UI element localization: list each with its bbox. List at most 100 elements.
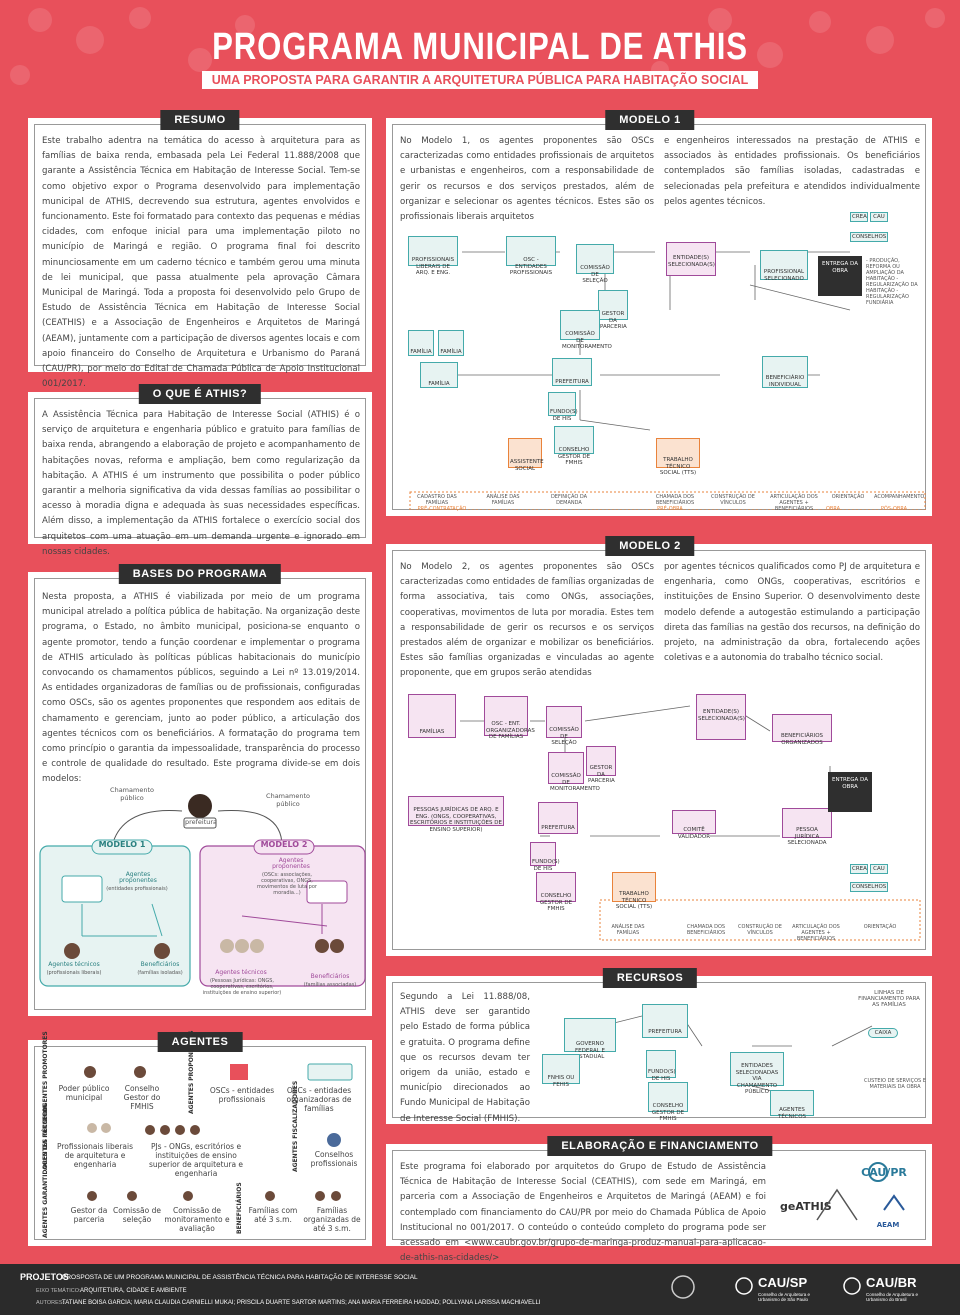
footer-projetos: PROJETOS [20, 1272, 69, 1282]
elaboracao-logos [816, 1162, 905, 1221]
m1-osc: OSC - ENTIDADES PROFISSIONAIS [506, 236, 556, 276]
agentes-cat-fiscalizadores: AGENTES FISCALIZADORES [292, 1080, 299, 1172]
m2-cau: CAU [870, 864, 888, 874]
recursos-label: RECURSOS [602, 968, 698, 988]
m1-fundo: FUNDO(S) DE HIS [548, 392, 578, 422]
m1-comissao-monit: COMISSÃO DE MONITORAMENTO [560, 310, 612, 350]
agentes-panel: AGENTES PROMOTORES Poder público municip… [28, 1030, 372, 1246]
m1-phase-3: PÓS-OBRA [880, 506, 908, 512]
footer-seal-icon [671, 1275, 695, 1299]
m2-conselho: CONSELHO GESTOR DE FMHIS [536, 872, 576, 912]
m2-gestor: GESTOR DA PARCERIA [586, 746, 616, 784]
m1-phase-0: PRÉ-CONTRATAÇÃO [417, 506, 467, 512]
agentes-item: Profissionais liberais de arquitetura e … [56, 1142, 134, 1169]
m1-tl-7: ACOMPANHAMENTO [874, 494, 925, 500]
recursos-conselho: CONSELHO GESTOR DE FMHIS [648, 1082, 688, 1122]
modelo2-panel: No Modelo 2, os agentes proponentes são … [386, 544, 932, 956]
m1-tl-2: DEFINIÇÃO DA DEMANDA [550, 494, 588, 506]
bases-m1-benef-sub: (famílias isoladas) [137, 970, 183, 976]
agentes-cat-garantidores: AGENTES GARANTIDORES DA PARCERIA [42, 1104, 49, 1239]
bases-prefeitura: prefeitura [184, 818, 218, 826]
resumo-panel: Este trabalho adentra na temática do ace… [28, 118, 372, 389]
footer-logo-causp-sub: Conselho de Arquitetura e Urbanismo de S… [758, 1292, 811, 1302]
agentes-label: AGENTES [157, 1032, 243, 1052]
bases-m1-tecnicos-sub: (profissionais liberais) [46, 970, 102, 976]
m1-prefeitura: PREFEITURA [552, 358, 592, 386]
m2-familias: FAMÍLIAS [408, 694, 456, 738]
bases-m2-tecnicos-sub: (Pessoas Jurídicas: ONGS, cooperativas, … [202, 978, 282, 996]
agentes-item: Comissão de monitoramento e avaliação [164, 1206, 230, 1233]
bases-diagram [39, 794, 366, 987]
m1-tl-4: CONSTRUÇÃO DE VÍNCULOS [711, 494, 755, 506]
m1-tl-0: CADASTRO DAS FAMÍLIAS [417, 494, 457, 506]
m2-entidade: ENTIDADE(S) SELECIONADA(S) [696, 694, 746, 740]
m1-entidade: ENTIDADE(S) SELECIONADA(S) [666, 242, 716, 276]
m1-obra-list: - PRODUÇÃO, REFORMA OU AMPLIAÇÃO DA HABI… [866, 258, 918, 306]
m1-conselhos: CONSELHOS [850, 232, 888, 242]
agentes-item: Comissão de seleção [113, 1206, 161, 1224]
m2-crea: CREA [850, 864, 868, 874]
m2-comissao-monit: COMISSÃO DE MONITORAMENTO [548, 752, 600, 792]
m1-tl-5: ARTICULAÇÃO DOS AGENTES + BENEFICIÁRIOS [770, 494, 818, 512]
footer-autores-label: AUTORES: [36, 1300, 65, 1306]
bases-m1-benef: Beneficiários [140, 961, 180, 968]
header-decoration [10, 7, 945, 85]
recursos-text: Segundo a Lei 11.888/08, ATHIS deve ser … [400, 992, 530, 1124]
bases-label: BASES DO PROGRAMA [118, 564, 282, 584]
resumo-label: RESUMO [160, 110, 240, 130]
m1-conselho: CONSELHO GESTOR DE FMHIS [554, 426, 594, 466]
oque-label: O QUE É ATHIS? [138, 384, 262, 404]
elaboracao-logo-aeam: AEAM [876, 1221, 900, 1229]
modelo2-text-left: No Modelo 2, os agentes proponentes são … [400, 562, 654, 679]
resumo-text: Este trabalho adentra na temática do ace… [42, 136, 360, 390]
m2-conselhos: CONSELHOS [850, 882, 888, 892]
elaboracao-text: Este programa foi elaborado por arquitet… [400, 1162, 766, 1264]
modelo1-flow-lines [409, 251, 926, 510]
footer-logo-caubr: CAU/BR [866, 1275, 917, 1290]
recursos-linhas: LINHAS DE FINANCIAMENTO PARA AS FAMÍLIAS [858, 990, 920, 1008]
footer-causp-icon [735, 1277, 753, 1295]
bases-panel: Nesta proposta, a ATHIS é viabilizada po… [28, 572, 372, 1016]
m2-tl-0: ANÁLISE DAS FAMÍLIAS [611, 924, 645, 936]
m1-trabalho: TRABALHO TÉCNICO SOCIAL (TTS) [656, 438, 700, 476]
footer-project-title: PROSPOSTA DE UM PROGRAMA MUNICIPAL DE AS… [62, 1274, 418, 1281]
bases-m1-proponentes: Agentes proponentes [119, 871, 157, 884]
bases-m2-benef-sub: (famílias associadas) [303, 982, 357, 988]
m2-tl-3: ARTICULAÇÃO DOS AGENTES + BENEFICIÁRIOS [792, 924, 840, 942]
footer-eixo-label: EIXO TEMÁTICO: [36, 1288, 81, 1294]
m2-entrega: ENTREGA DA OBRA [828, 772, 872, 812]
bases-chamamento-right: Chamamento público [266, 792, 310, 808]
agentes-item: Conselho Gestor do FMHIS [123, 1084, 161, 1111]
agentes-item: Conselhos profissionais [310, 1150, 358, 1168]
m2-tl-2: CONSTRUÇÃO DE VÍNCULOS [738, 924, 782, 936]
m1-assistente: ASSISTENTE SOCIAL [508, 438, 544, 472]
recursos-caixa: CAIXA [868, 1028, 898, 1038]
recursos-fundo: FUNDO(S) DE HIS [646, 1050, 676, 1082]
modelo1-text-left: No Modelo 1, os agentes proponentes são … [400, 136, 654, 223]
m1-familia-3: FAMÍLIA [420, 362, 458, 388]
recursos-custeio: CUSTEIO DE SERVIÇOS E MATERIAIS DA OBRA [864, 1078, 926, 1090]
m1-phase-2: OBRA [825, 506, 841, 512]
m2-trabalho: TRABALHO TÉCNICO SOCIAL (TTS) [612, 872, 656, 910]
poster-subtitle: UMA PROPOSTA PARA GARANTIR A ARQUITETURA… [201, 71, 759, 89]
bases-text: Nesta proposta, a ATHIS é viabilizada po… [42, 592, 360, 785]
m1-tl-3: CHAMADA DOS BENEFICIÁRIOS [655, 494, 695, 506]
poster-header: PROGRAMA MUNICIPAL DE ATHIS UMA PROPOSTA… [0, 0, 960, 100]
m2-pj-sel: PESSOA JURÍDICA SELECIONADA [782, 808, 832, 846]
oque-panel: A Assistência Técnica para Habitação de … [28, 392, 372, 557]
agentes-cat-beneficiarios: BENEFICIÁRIOS [236, 1182, 243, 1234]
bases-m1-tecnicos: Agentes técnicos [48, 961, 100, 968]
bases-m1-proponentes-sub: (entidades profissionais) [106, 886, 168, 892]
m1-gestor: GESTOR DA PARCERIA [598, 290, 628, 330]
agentes-cat-promotores: AGENTES PROMOTORES [42, 1031, 49, 1112]
modelo1-text-right: e engenheiros interessados na prestação … [664, 136, 920, 207]
m1-beneficiario: BENEFICIÁRIO INDIVIDUAL [762, 356, 808, 388]
bases-m2-proponentes: Agentes proponentes [272, 857, 310, 870]
m1-prof-selecionado: PROFISSIONAL SELECIONADO [760, 250, 808, 282]
recursos-agentes: AGENTES TÉCNICOS [770, 1090, 814, 1120]
agentes-item: OSCs - entidades profissionais [209, 1086, 275, 1104]
recursos-governo: GOVERNO FEDERAL E ESTADUAL [564, 1018, 616, 1060]
modelo1-panel: No Modelo 1, os agentes proponentes são … [386, 118, 932, 516]
bases-m2-tecnicos: Agentes técnicos [215, 969, 267, 976]
footer-logo-caubr-sub: Conselho de Arquitetura e Urbanismo do B… [866, 1292, 919, 1302]
